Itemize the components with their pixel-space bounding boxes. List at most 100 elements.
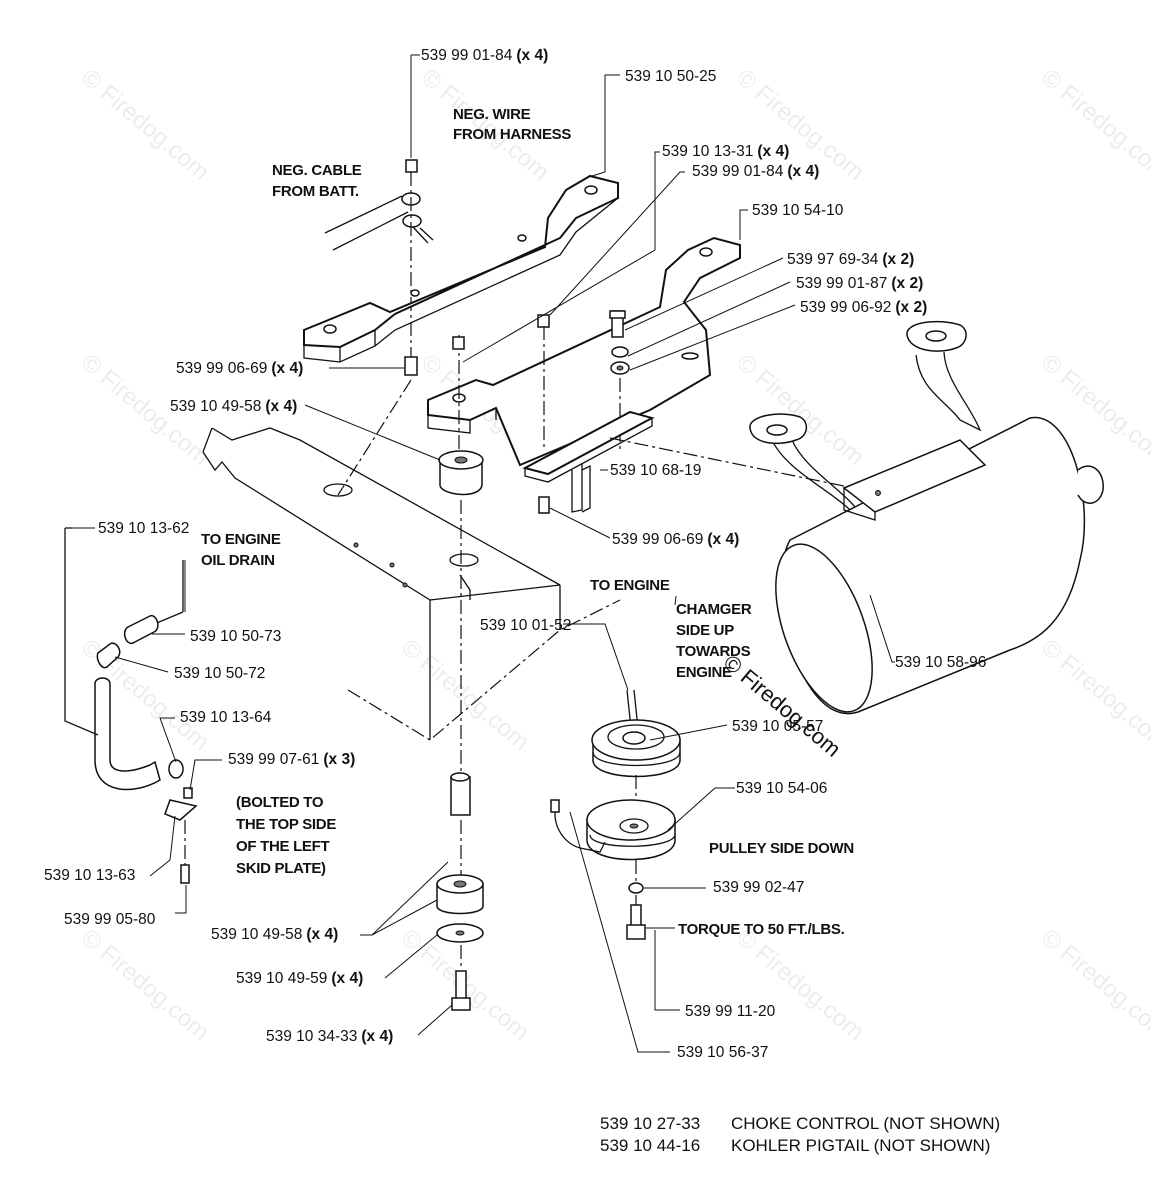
part-number: 539 10 58-96 xyxy=(895,654,986,671)
watermark-text: © Firedog.com xyxy=(396,634,534,756)
part-quantity: (x 2) xyxy=(895,299,927,316)
note-neg-wire-line1: NEG. WIRE xyxy=(453,106,531,123)
plate-539106819 xyxy=(522,410,879,514)
part-number: 539 97 69-34 xyxy=(787,251,879,268)
rubber-mount-top xyxy=(438,450,484,780)
part-number: 539 10 13-31 xyxy=(662,143,753,160)
label-539104958-bottom: 539 10 49-58 (x 4) xyxy=(211,926,338,943)
note-oil-drain-line2: OIL DRAIN xyxy=(201,552,275,569)
label-539976934: 539 97 69-34 (x 2) xyxy=(787,251,914,268)
label-539990187: 539 99 01-87 (x 2) xyxy=(796,275,923,292)
part-number: 539 10 01-52 xyxy=(480,617,571,634)
part-number: 539 10 50-72 xyxy=(174,665,265,682)
part-number: 539 10 13-63 xyxy=(44,867,135,884)
note-changer-line1: CHAMGER xyxy=(676,601,752,618)
part-quantity: (x 4) xyxy=(271,360,303,377)
part-quantity: (x 4) xyxy=(361,1028,393,1045)
label-539990761: 539 99 07-61 (x 3) xyxy=(228,751,355,768)
frame-rail xyxy=(202,427,621,741)
part-number: 539 10 50-73 xyxy=(190,628,281,645)
oil-drain-hoses xyxy=(64,527,198,884)
watermark-text: © Firedog.com xyxy=(1036,924,1151,1046)
label-539990184-top: 539 99 01-84 (x 4) xyxy=(421,47,548,64)
part-number: 539 99 07-61 xyxy=(228,751,319,768)
note-neg-wire-line2: FROM HARNESS xyxy=(453,126,571,143)
footer-not-shown-list: 539 10 27-33 CHOKE CONTROL (NOT SHOWN) 5… xyxy=(600,1114,1000,1155)
watermark-text: © Firedog.com xyxy=(416,64,554,186)
note-bolted-line2: THE TOP SIDE xyxy=(236,816,336,833)
part-number: 539 99 06-92 xyxy=(800,299,891,316)
part-quantity: (x 4) xyxy=(331,970,363,987)
part-number: 539 10 56-37 xyxy=(677,1044,768,1061)
part-number: 539 99 05-80 xyxy=(64,911,156,928)
part-number: 539 10 49-59 xyxy=(236,970,327,987)
note-bolted-line1: (BOLTED TO xyxy=(236,794,324,811)
label-539990669-left: 539 99 06-69 (x 4) xyxy=(176,360,303,377)
part-number: 539 10 49-58 xyxy=(170,398,261,415)
label-539105025: 539 10 50-25 xyxy=(625,68,716,85)
label-539100152: 539 10 01-52 xyxy=(480,617,571,634)
watermark-text: © Firedog.com xyxy=(1036,64,1151,186)
electric-clutch xyxy=(550,799,676,940)
footer-part-2: 539 10 44-16 xyxy=(600,1136,700,1155)
bolt-washer-set xyxy=(609,310,630,450)
part-number: 539 99 01-84 xyxy=(421,47,513,64)
note-oil-drain-line1: TO ENGINE xyxy=(201,531,281,548)
note-changer-line3: TOWARDS xyxy=(676,643,751,660)
muffler-assembly xyxy=(749,320,1104,715)
footer-desc-1: CHOKE CONTROL (NOT SHOWN) xyxy=(731,1114,1000,1133)
pulley-assembly xyxy=(591,689,681,800)
label-539106819: 539 10 68-19 xyxy=(610,462,701,479)
label-539104959: 539 10 49-59 (x 4) xyxy=(236,970,363,987)
label-539105896: 539 10 58-96 xyxy=(895,654,986,671)
label-539105072: 539 10 50-72 xyxy=(174,665,265,682)
note-bolted-line4: SKID PLATE) xyxy=(236,860,326,877)
note-bolted-line3: OF THE LEFT xyxy=(236,838,329,855)
mount-stack-bottom xyxy=(436,772,484,1011)
note-torque: TORQUE TO 50 FT./LBS. xyxy=(678,921,845,938)
watermark-text: © Firedog.com xyxy=(76,64,214,186)
note-to-engine: TO ENGINE xyxy=(590,577,670,594)
label-539100557: 539 10 05-57 xyxy=(732,718,823,735)
label-539104958-top: 539 10 49-58 (x 4) xyxy=(170,398,297,415)
label-539105637: 539 10 56-37 xyxy=(677,1044,768,1061)
label-539990184-mid: 539 99 01-84 (x 4) xyxy=(692,163,819,180)
label-539991120: 539 99 11-20 xyxy=(685,1003,776,1020)
label-539101362: 539 10 13-62 xyxy=(98,520,189,537)
watermark-text: © Firedog.com xyxy=(1036,634,1151,756)
part-number: 539 99 06-69 xyxy=(176,360,267,377)
part-number: 539 10 54-06 xyxy=(736,780,827,797)
part-quantity: (x 4) xyxy=(265,398,297,415)
label-539101331: 539 10 13-31 (x 4) xyxy=(662,143,789,160)
part-quantity: (x 2) xyxy=(882,251,914,268)
label-539990580: 539 99 05-80 xyxy=(64,911,156,928)
part-quantity: (x 4) xyxy=(707,531,739,548)
part-number: 539 99 01-87 xyxy=(796,275,887,292)
part-number: 539 10 49-58 xyxy=(211,926,302,943)
label-539105410: 539 10 54-10 xyxy=(752,202,844,219)
part-number: 539 10 54-10 xyxy=(752,202,844,219)
part-quantity: (x 4) xyxy=(757,143,789,160)
label-539990669-right: 539 99 06-69 (x 4) xyxy=(612,531,739,548)
label-539990692: 539 99 06-92 (x 2) xyxy=(800,299,927,316)
footer-desc-2: KOHLER PIGTAIL (NOT SHOWN) xyxy=(731,1136,990,1155)
bracket-539105410 xyxy=(427,236,741,467)
part-number: 539 99 06-69 xyxy=(612,531,703,548)
part-number: 539 99 01-84 xyxy=(692,163,784,180)
note-changer-line4: ENGINE xyxy=(676,664,732,681)
leader-lines xyxy=(65,54,895,1053)
part-quantity: (x 4) xyxy=(516,47,548,64)
part-quantity: (x 4) xyxy=(306,926,338,943)
note-pulley-side-down: PULLEY SIDE DOWN xyxy=(709,840,854,857)
part-number: 539 10 34-33 xyxy=(266,1028,357,1045)
label-539103433: 539 10 34-33 (x 4) xyxy=(266,1028,393,1045)
part-number: 539 10 68-19 xyxy=(610,462,701,479)
neg-cable-drawing xyxy=(324,159,434,496)
note-changer-line2: SIDE UP xyxy=(676,622,734,639)
part-number: 539 10 50-25 xyxy=(625,68,716,85)
part-labels: 539 99 01-84 (x 4) 539 10 50-25 539 10 1… xyxy=(44,47,986,1061)
part-number: 539 10 13-64 xyxy=(180,709,272,726)
part-quantity: (x 4) xyxy=(787,163,819,180)
bracket-539105025 xyxy=(303,174,619,363)
